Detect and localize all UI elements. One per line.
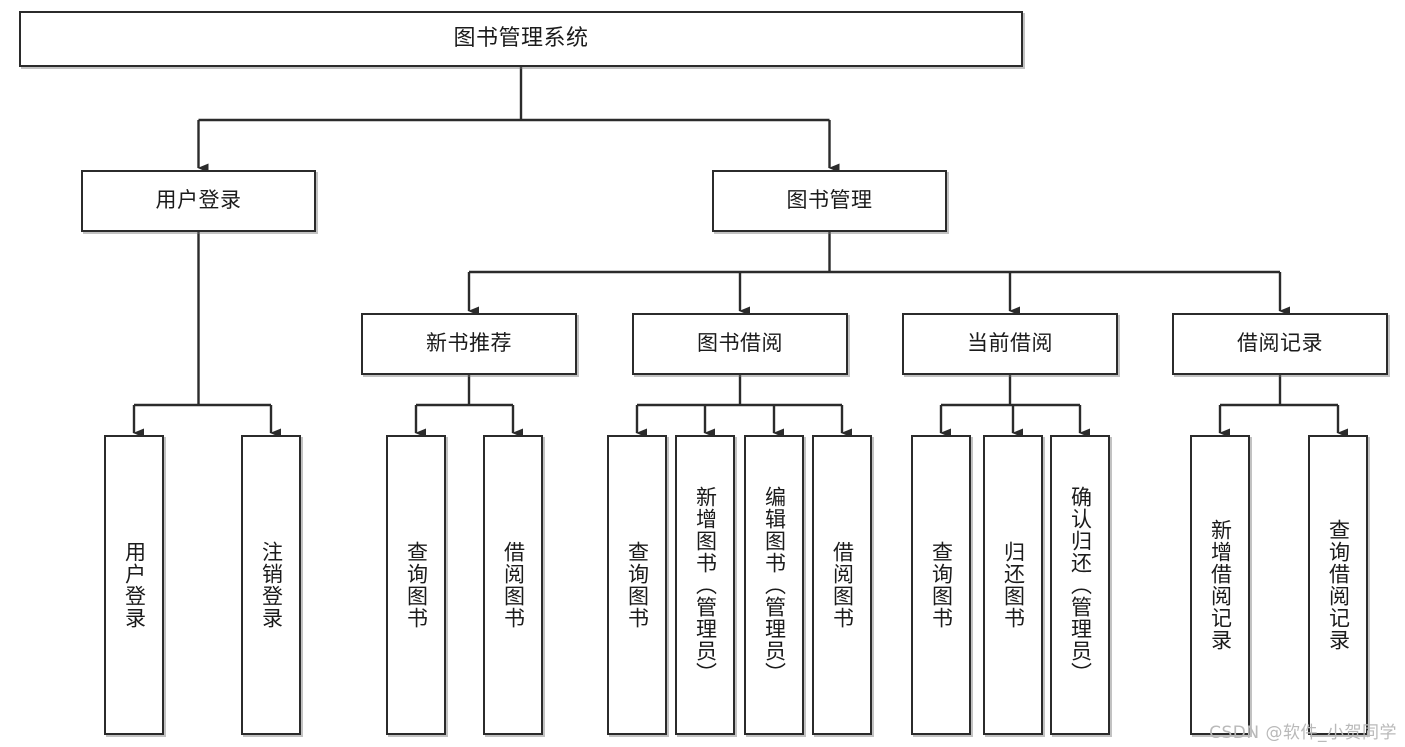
- node-book-management[interactable]: 图书管理: [712, 170, 947, 232]
- leaf-add-book-admin[interactable]: 新增图书（管理员）: [675, 435, 735, 735]
- node-label: 注销登录: [259, 541, 284, 629]
- node-current-borrow[interactable]: 当前借阅: [902, 313, 1118, 375]
- node-label: 归还图书: [1001, 541, 1026, 629]
- leaf-query-book-current[interactable]: 查询图书: [911, 435, 971, 735]
- node-label: 图书管理系统: [453, 25, 589, 51]
- leaf-add-borrow-record[interactable]: 新增借阅记录: [1190, 435, 1250, 735]
- leaf-borrow-book-recommend[interactable]: 借阅图书: [483, 435, 543, 735]
- node-label: 用户登录: [155, 188, 242, 213]
- node-label: 新增借阅记录: [1208, 519, 1233, 651]
- leaf-query-borrow-record[interactable]: 查询借阅记录: [1308, 435, 1368, 735]
- node-label: 新书推荐: [426, 331, 512, 356]
- node-label: 用户登录: [122, 541, 147, 629]
- node-label: 借阅记录: [1237, 331, 1323, 356]
- node-label: 借阅图书: [830, 541, 855, 629]
- node-new-book-recommend[interactable]: 新书推荐: [361, 313, 577, 375]
- node-label: 查询图书: [929, 541, 954, 629]
- node-label: 新增图书（管理员）: [693, 486, 718, 684]
- leaf-edit-book-admin[interactable]: 编辑图书（管理员）: [744, 435, 804, 735]
- node-label: 查询图书: [625, 541, 650, 629]
- node-label: 确认归还（管理员）: [1068, 486, 1093, 684]
- node-label: 查询借阅记录: [1326, 519, 1351, 651]
- node-borrow-record[interactable]: 借阅记录: [1172, 313, 1388, 375]
- leaf-query-book-recommend[interactable]: 查询图书: [386, 435, 446, 735]
- leaf-logout[interactable]: 注销登录: [241, 435, 301, 735]
- node-root-system[interactable]: 图书管理系统: [19, 11, 1023, 67]
- connector-lines: [132, 67, 1348, 438]
- leaf-return-book[interactable]: 归还图书: [983, 435, 1043, 735]
- leaf-borrow-book[interactable]: 借阅图书: [812, 435, 872, 735]
- node-label: 编辑图书（管理员）: [762, 486, 787, 684]
- node-book-borrow[interactable]: 图书借阅: [632, 313, 848, 375]
- node-label: 图书管理: [786, 188, 873, 213]
- node-label: 当前借阅: [967, 331, 1053, 356]
- node-label: 查询图书: [404, 541, 429, 629]
- leaf-confirm-return-admin[interactable]: 确认归还（管理员）: [1050, 435, 1110, 735]
- node-label: 借阅图书: [501, 541, 526, 629]
- leaf-user-login[interactable]: 用户登录: [104, 435, 164, 735]
- leaf-query-book-borrow[interactable]: 查询图书: [607, 435, 667, 735]
- node-label: 图书借阅: [697, 331, 783, 356]
- node-user-login[interactable]: 用户登录: [81, 170, 316, 232]
